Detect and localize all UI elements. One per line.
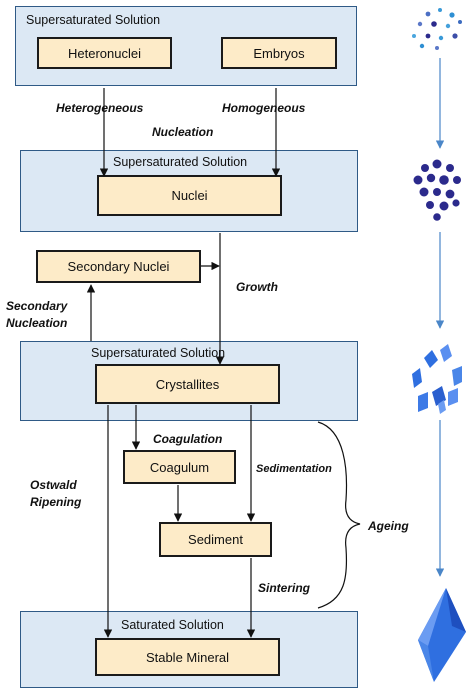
embryos-box: Embryos [221,37,337,69]
secondary-nucleation-label-line2: Nucleation [6,316,68,330]
panel-supersaturated-2: Supersaturated Solution [20,150,358,232]
ostwald-ripening-label-line1: Ostwald [30,478,77,492]
sedimentation-label: Sedimentation [256,463,332,475]
crystallites-box: Crystallites [95,364,280,404]
ageing-label: Ageing [368,519,409,533]
growth-label: Growth [236,280,278,294]
secondary-nuclei-box: Secondary Nuclei [36,250,201,283]
sintering-label: Sintering [258,581,311,595]
coagulum-box: Coagulum [123,450,236,484]
heteronuclei-box: Heteronuclei [37,37,172,69]
nucleation-label: Nucleation [152,125,214,139]
homogeneous-label: Homogeneous [222,101,306,115]
nuclei-cluster-illustration [413,159,461,221]
crystallites-illustration [412,344,462,414]
sediment-box: Sediment [159,522,272,557]
ostwald-ripening-label-line2: Ripening [30,495,82,509]
dispersed-particles-illustration [412,8,462,50]
stable-mineral-crystal-illustration [418,588,466,682]
panel-title: Supersaturated Solution [26,13,161,27]
nuclei-box: Nuclei [97,175,282,216]
ageing-brace [317,421,361,609]
secondary-nucleation-label-line1: Secondary [6,299,68,313]
panel-title: Supersaturated Solution [91,346,226,360]
panel-title: Saturated Solution [121,618,224,632]
stable-mineral-box: Stable Mineral [95,638,280,676]
panel-title: Supersaturated Solution [113,155,248,169]
heterogeneous-label: Heterogeneous [56,101,144,115]
coagulation-label: Coagulation [153,432,223,446]
